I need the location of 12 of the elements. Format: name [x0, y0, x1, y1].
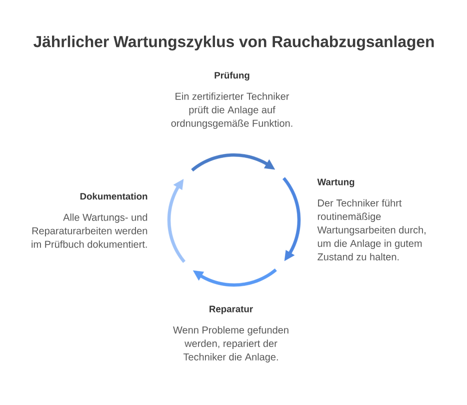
step-heading: Wartung — [317, 178, 354, 188]
step-heading: Reparatur — [210, 306, 253, 314]
curved-arrow — [167, 178, 186, 263]
step-description: Alle Wartungs- und Reparaturarbeiten werden im Prüfbuch dokumentiert. — [32, 214, 148, 248]
step-description: Wenn Probleme gefunden werden, repariert der Techniker die Anlage. — [173, 326, 288, 362]
curved-arrow — [282, 177, 301, 262]
step-heading: Dokumentation — [80, 192, 148, 200]
step-description: Der Techniker führt routinemäßige Wartungsarbeiten durch, um die Anlage in gutem Zustand zu halten. — [317, 199, 426, 260]
curved-arrow — [192, 268, 277, 287]
step-heading: Prüfung — [214, 72, 250, 81]
diagram-title: Jährlicher Wartungszyklus von Rauchabzugsanlagen — [34, 36, 434, 50]
step-description: Ein zertifizierter Techniker prüft die Anlage auf ordnungsgemäße Funktion. — [171, 92, 292, 129]
